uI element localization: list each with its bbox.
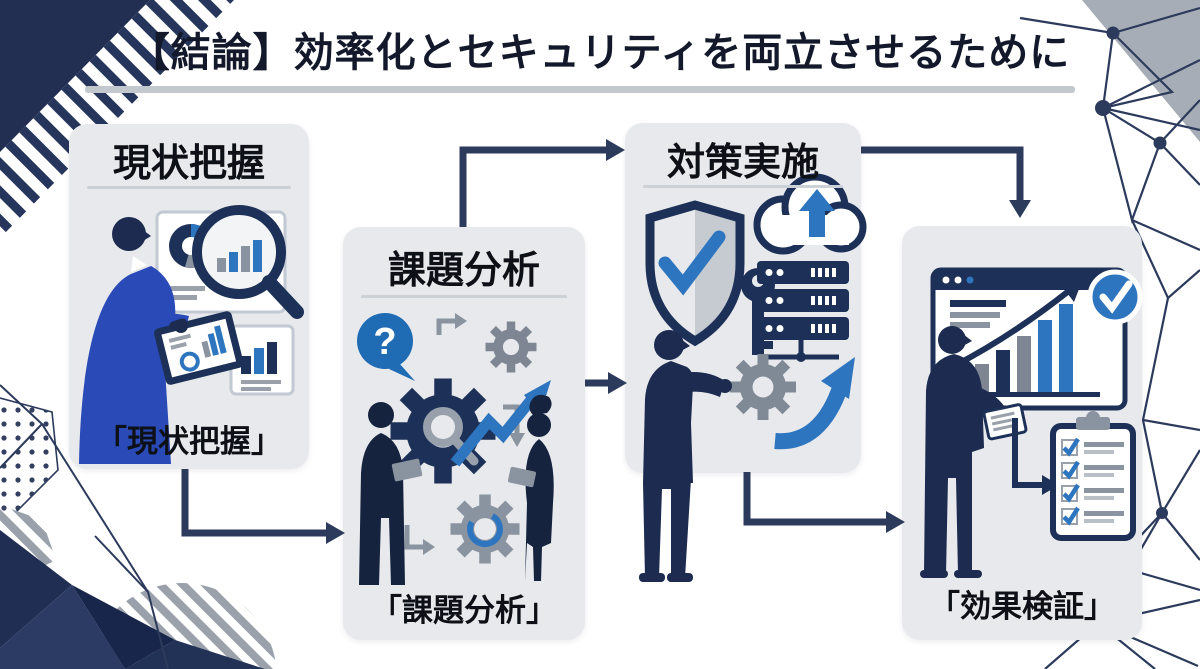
gear-blue-arc-icon bbox=[450, 494, 520, 564]
pointing-businessman-icon bbox=[639, 330, 732, 582]
gear-icon bbox=[730, 354, 796, 420]
network-decoration-top-right bbox=[1019, 0, 1200, 432]
geometric-decoration-bottom-left bbox=[0, 384, 277, 669]
step-panel-2: 課題分析 ? bbox=[343, 227, 585, 640]
question-mark: ? bbox=[373, 321, 396, 363]
step-1-illustration bbox=[79, 205, 304, 464]
step-2-illustration: ? bbox=[357, 313, 554, 585]
analytics-browser-window-icon bbox=[930, 267, 1128, 411]
check-badge-icon bbox=[1087, 269, 1143, 325]
corner-triangle-decoration bbox=[0, 0, 234, 238]
shield-check-icon bbox=[645, 200, 745, 347]
step-panel-3: 対策実施 bbox=[625, 123, 867, 582]
step-3-divider bbox=[643, 185, 843, 188]
step-2-caption: 「課題分析」 bbox=[371, 593, 557, 628]
step-1-header: 現状把握 bbox=[112, 143, 265, 185]
question-speech-bubble-icon: ? bbox=[357, 313, 415, 381]
step-3-illustration bbox=[639, 173, 867, 582]
step-1-divider bbox=[87, 186, 291, 189]
server-rack-icon bbox=[757, 261, 849, 362]
step-2-header: 課題分析 bbox=[387, 250, 540, 292]
step-panel-4: 「効果検証」 bbox=[902, 226, 1143, 640]
reviewing-businessman-icon bbox=[920, 326, 1028, 578]
businessman-with-tablet-icon bbox=[79, 217, 244, 464]
step-1-caption: 「現状把握」 bbox=[96, 424, 282, 459]
businesswoman-silhouette-icon bbox=[507, 394, 554, 581]
title-underline bbox=[85, 86, 1075, 93]
page-title: 【結論】効率化とセキュリティを両立させるために bbox=[129, 31, 1071, 75]
step-panel-1: 現状把握 bbox=[69, 124, 309, 469]
businessman-silhouette-icon bbox=[359, 402, 423, 585]
checklist-clipboard-icon bbox=[1050, 411, 1136, 541]
trend-arrow-icon bbox=[952, 276, 1084, 369]
small-gear-icon bbox=[485, 321, 537, 373]
step-4-caption: 「効果検証」 bbox=[929, 589, 1115, 624]
step-4-illustration bbox=[920, 267, 1143, 578]
step-3-header: 対策実施 bbox=[666, 142, 819, 184]
growth-swoosh-arrow-icon bbox=[774, 357, 855, 450]
step-2-divider bbox=[361, 295, 567, 298]
magnifier-bar-chart-icon bbox=[192, 205, 304, 319]
cloud-upload-icon bbox=[753, 173, 867, 255]
